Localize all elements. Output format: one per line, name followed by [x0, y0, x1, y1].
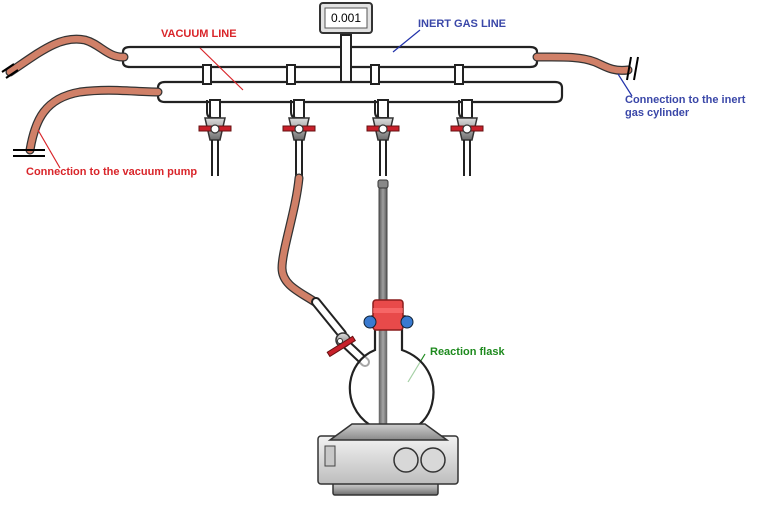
inert-gas-cylinder-label: Connection to the inert gas cylinder	[625, 94, 746, 119]
hoses	[5, 34, 633, 307]
vacuum-pump-label: Connection to the vacuum pump	[26, 166, 198, 178]
flask-side-arm	[311, 297, 370, 367]
inert-gas-line	[121, 45, 539, 69]
gauge-reading: 0.001	[330, 11, 362, 25]
manifold-stopcock-1	[198, 99, 232, 176]
reaction-flask-label: Reaction flask	[430, 346, 505, 358]
vacuum-line	[156, 80, 564, 104]
hose-ends	[1, 56, 639, 157]
gauge-stem	[340, 34, 352, 86]
manifold-stopcock-4	[450, 99, 484, 176]
flask-stopcock	[326, 332, 356, 358]
inert-connectors	[202, 64, 464, 85]
hot-plate-stirrer	[317, 423, 459, 496]
vacuum-line-label: VACUUM LINE	[161, 28, 237, 40]
inert-gas-line-label: INERT GAS LINE	[418, 18, 507, 30]
manifold-stopcock-2	[282, 99, 316, 176]
manifold-taps	[198, 99, 484, 176]
pressure-gauge	[319, 2, 373, 34]
flask-clamp	[363, 299, 414, 331]
manifold-stopcock-3	[366, 99, 400, 176]
